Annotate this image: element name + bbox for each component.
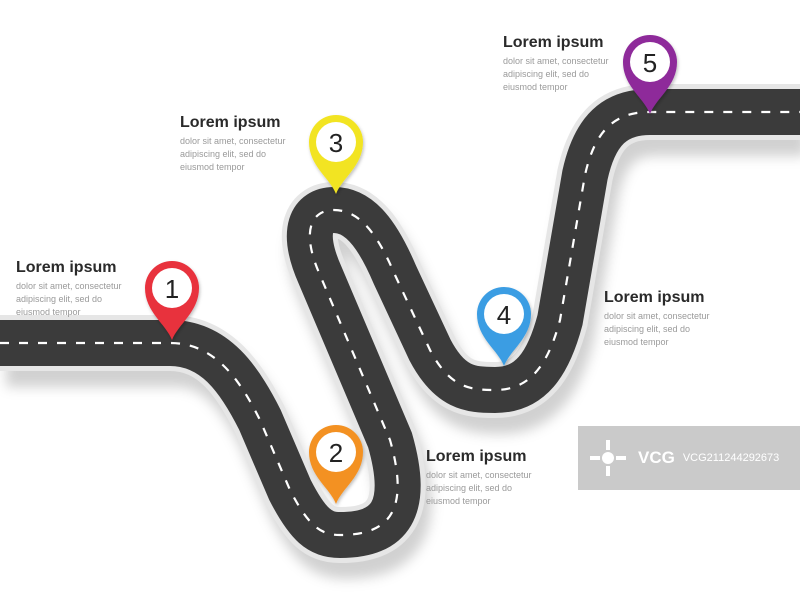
watermark: VCG VCG211244292673 (578, 426, 800, 490)
watermark-id: VCG211244292673 (682, 452, 780, 464)
step-5-label: Lorem ipsum dolor sit amet, consectetur … (503, 34, 609, 94)
pin-1-number: 1 (165, 274, 179, 304)
step-3-title: Lorem ipsum (180, 114, 281, 131)
step-1-label: Lorem ipsum dolor sit amet, consectetur … (16, 259, 122, 319)
step-3-label: Lorem ipsum dolor sit amet, consectetur … (180, 114, 286, 174)
step-5-desc-line: adipiscing elit, sed do (503, 69, 590, 79)
step-1-desc-line: eiusmod tempor (16, 307, 81, 317)
step-5-description: dolor sit amet, consectetur adipiscing e… (503, 55, 609, 94)
pin-2: 2 (309, 425, 363, 504)
pin-5: 5 (623, 35, 677, 114)
step-1-desc-line: dolor sit amet, consectetur (16, 281, 122, 291)
step-3-desc-line: adipiscing elit, sed do (180, 149, 267, 159)
step-3-description: dolor sit amet, consectetur adipiscing e… (180, 135, 286, 174)
watermark-logo-icon (590, 440, 626, 476)
step-2-title: Lorem ipsum (426, 448, 527, 465)
road-lane-markings (0, 110, 800, 537)
step-3-desc-line: dolor sit amet, consectetur (180, 136, 286, 146)
step-2-desc-line: adipiscing elit, sed do (426, 483, 513, 493)
step-4-label: Lorem ipsum dolor sit amet, consectetur … (604, 289, 710, 349)
pin-3: 3 (309, 115, 363, 194)
step-2-label: Lorem ipsum dolor sit amet, consectetur … (426, 448, 532, 508)
pin-3-number: 3 (329, 128, 343, 158)
pin-4-number: 4 (497, 300, 511, 330)
step-5-desc-line: dolor sit amet, consectetur (503, 56, 609, 66)
step-2-desc-line: dolor sit amet, consectetur (426, 470, 532, 480)
step-2-description: dolor sit amet, consectetur adipiscing e… (426, 469, 532, 508)
step-4-desc-line: dolor sit amet, consectetur (604, 311, 710, 321)
step-2-desc-line: eiusmod tempor (426, 496, 491, 506)
step-1-description: dolor sit amet, consectetur adipiscing e… (16, 280, 122, 319)
pin-1: 1 (145, 261, 199, 340)
step-1-title: Lorem ipsum (16, 259, 117, 276)
step-1-desc-line: adipiscing elit, sed do (16, 294, 103, 304)
pin-4: 4 (477, 287, 531, 366)
step-4-title: Lorem ipsum (604, 289, 705, 306)
watermark-logo-text: VCG (638, 448, 675, 467)
pin-5-number: 5 (643, 48, 657, 78)
step-4-desc-line: adipiscing elit, sed do (604, 324, 691, 334)
step-4-description: dolor sit amet, consectetur adipiscing e… (604, 310, 710, 349)
step-3-desc-line: eiusmod tempor (180, 162, 245, 172)
step-5-desc-line: eiusmod tempor (503, 82, 568, 92)
pin-2-number: 2 (329, 438, 343, 468)
step-4-desc-line: eiusmod tempor (604, 337, 669, 347)
step-5-title: Lorem ipsum (503, 34, 604, 51)
